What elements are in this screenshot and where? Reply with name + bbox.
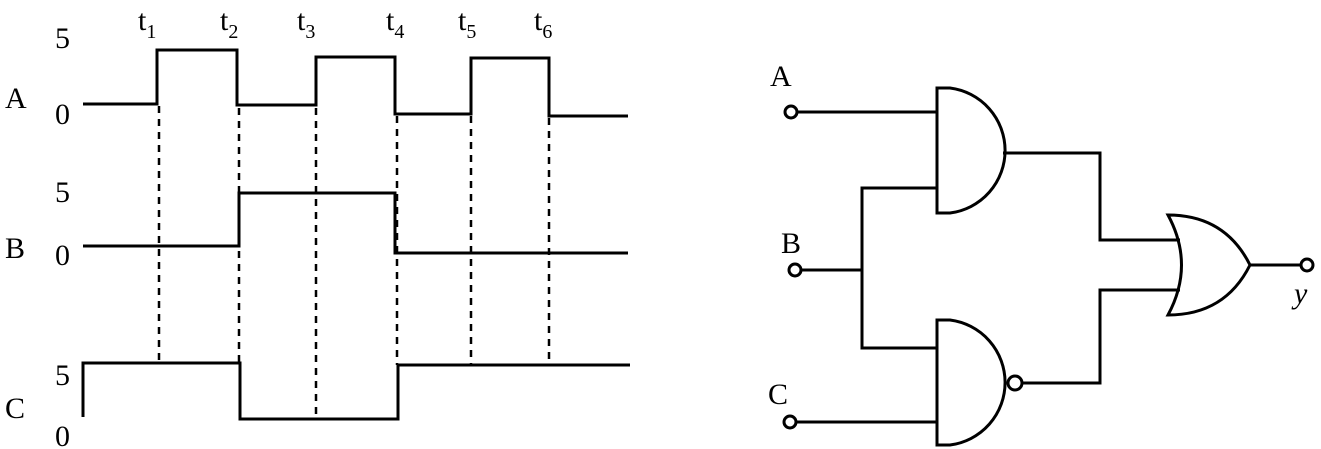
input-label-b: B: [781, 227, 801, 260]
time-markers: t1 t2 t3 t4 t5 t6: [138, 4, 552, 43]
t5-label: t5: [458, 4, 476, 43]
input-terminal-c: [782, 414, 798, 430]
wire-b-split: [860, 186, 937, 350]
b-low-label: 0: [55, 239, 70, 272]
waveform-b: [83, 191, 628, 255]
input-terminal-a: [783, 104, 799, 120]
input-label-a: A: [770, 60, 792, 93]
c-high-label: 5: [55, 359, 70, 392]
t2-label: t2: [220, 4, 238, 43]
b-high-label: 5: [55, 176, 70, 209]
a-high-label: 5: [55, 22, 70, 55]
t4-label: t4: [386, 4, 404, 43]
nand-bubble: [1006, 374, 1024, 392]
and-gate: [935, 86, 1007, 215]
waveform-c: [81, 361, 630, 421]
time-dashed-lines: [157, 106, 551, 419]
timing-labels: A 5 0 B 5 0 C 5 0: [5, 22, 70, 449]
t1-label: t1: [138, 4, 156, 43]
nand-gate: [935, 318, 1007, 447]
input-label-c: C: [768, 378, 788, 411]
waveform-a: [83, 48, 628, 118]
signal-label-b: B: [5, 232, 25, 265]
c-low-label: 0: [55, 420, 70, 449]
or-gate: [1165, 213, 1252, 317]
input-terminal-b: [787, 262, 803, 278]
circuit: A B C y: [768, 60, 1315, 447]
signal-label-a: A: [5, 82, 27, 115]
wire-and-to-or: [1003, 151, 1180, 242]
a-low-label: 0: [55, 98, 70, 131]
t6-label: t6: [534, 4, 552, 43]
t3-label: t3: [297, 4, 315, 43]
signal-label-c: C: [5, 392, 25, 425]
output-terminal-y: [1299, 257, 1315, 273]
wire-nand-to-or: [1022, 288, 1180, 385]
output-label-y: y: [1291, 277, 1308, 310]
